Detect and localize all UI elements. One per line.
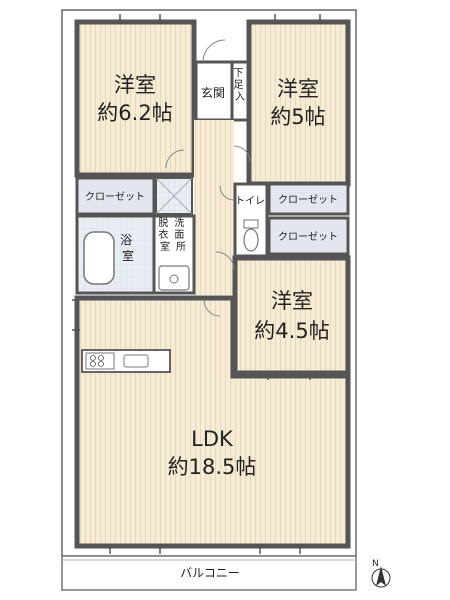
closet-right-bottom: [267, 216, 350, 256]
kitchen-sink: [123, 354, 149, 368]
western-1-size: 約6.2帖: [97, 101, 172, 125]
door-arc: [203, 299, 221, 317]
shoe-storage-label: 下 足 入: [233, 68, 246, 103]
toilet-bowl: [243, 228, 259, 252]
ldk-size: 約18.5帖: [168, 455, 257, 479]
door-arc: [215, 251, 235, 271]
door-arc: [202, 39, 226, 63]
balcony: [61, 555, 357, 591]
entrance-label: 玄関: [201, 85, 225, 100]
western-1-name: 洋室: [114, 73, 156, 97]
wash-basin: [158, 265, 190, 291]
closet-left: [75, 176, 156, 216]
shoe-storage: [230, 60, 250, 122]
ldk-name: LDK: [191, 427, 234, 451]
door-arc: [233, 145, 251, 163]
bathtub: [83, 231, 115, 285]
washroom-label: 洗 面 所: [174, 217, 187, 253]
bath-label: 浴 室: [120, 233, 136, 263]
closet-right-bottom-label: クローゼット: [278, 231, 338, 243]
room-western-2: [246, 19, 351, 187]
western-3-name: 洋室: [271, 289, 313, 313]
compass-icon: N: [371, 559, 391, 588]
balcony-label: バルコニー: [180, 566, 240, 580]
western-2-size: 約5帖: [270, 105, 325, 129]
hallway: [194, 120, 234, 295]
dressing-label: 脱 衣 室: [158, 216, 171, 253]
closet-right-top: [267, 182, 350, 216]
door-arc: [219, 185, 235, 201]
toilet-label: トイレ: [235, 196, 265, 207]
closet-right-top-label: クローゼット: [278, 194, 338, 206]
door-arc: [165, 149, 185, 169]
room-western-1: [74, 19, 197, 178]
closet-left-label: クローゼット: [85, 191, 145, 203]
window-marks: [72, 14, 321, 554]
room-western-3: [232, 255, 351, 376]
western-3-size: 約4.5帖: [254, 319, 329, 343]
compass-north-label: N: [372, 559, 379, 569]
western-2-name: 洋室: [277, 77, 319, 101]
